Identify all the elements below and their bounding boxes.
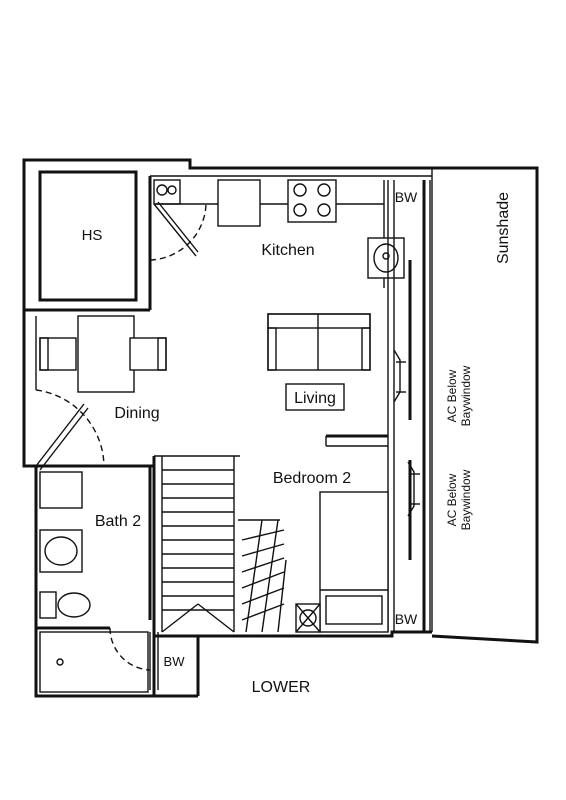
wardrobe-hatching <box>238 519 287 633</box>
room-label-kitchen: Kitchen <box>261 242 314 259</box>
kitchen-area <box>149 175 432 288</box>
ac-lower-line1: AC Below <box>445 473 459 526</box>
bw-label-bottom-right: BW <box>395 611 418 627</box>
sunshade-area <box>431 166 539 644</box>
room-label-living: Living <box>294 390 336 407</box>
ac-upper-line2: Baywindow <box>459 365 473 426</box>
ac-upper-line1: AC Below <box>445 369 459 422</box>
bed <box>295 491 389 633</box>
room-label-sunshade: Sunshade <box>495 192 512 264</box>
room-label-bath2: Bath 2 <box>95 513 141 530</box>
room-label-hs: HS <box>82 227 103 244</box>
ac-units <box>393 349 420 517</box>
staircase <box>152 455 240 636</box>
level-label: LOWER <box>252 679 311 696</box>
room-label-bedroom2: Bedroom 2 <box>273 470 351 487</box>
bw-label-bottom-left: BW <box>164 654 186 669</box>
exterior-walls <box>22 158 432 698</box>
dining-set <box>35 315 167 393</box>
sofa <box>267 313 371 371</box>
dining-door <box>24 389 154 471</box>
ac-lower-line2: Baywindow <box>459 469 473 530</box>
living-label-box <box>285 383 345 411</box>
bedroom-partition <box>325 434 388 447</box>
room-label-dining: Dining <box>114 405 159 422</box>
bath-fixtures <box>36 466 159 693</box>
bw-label-top: BW <box>395 189 418 205</box>
window-column <box>387 180 431 632</box>
